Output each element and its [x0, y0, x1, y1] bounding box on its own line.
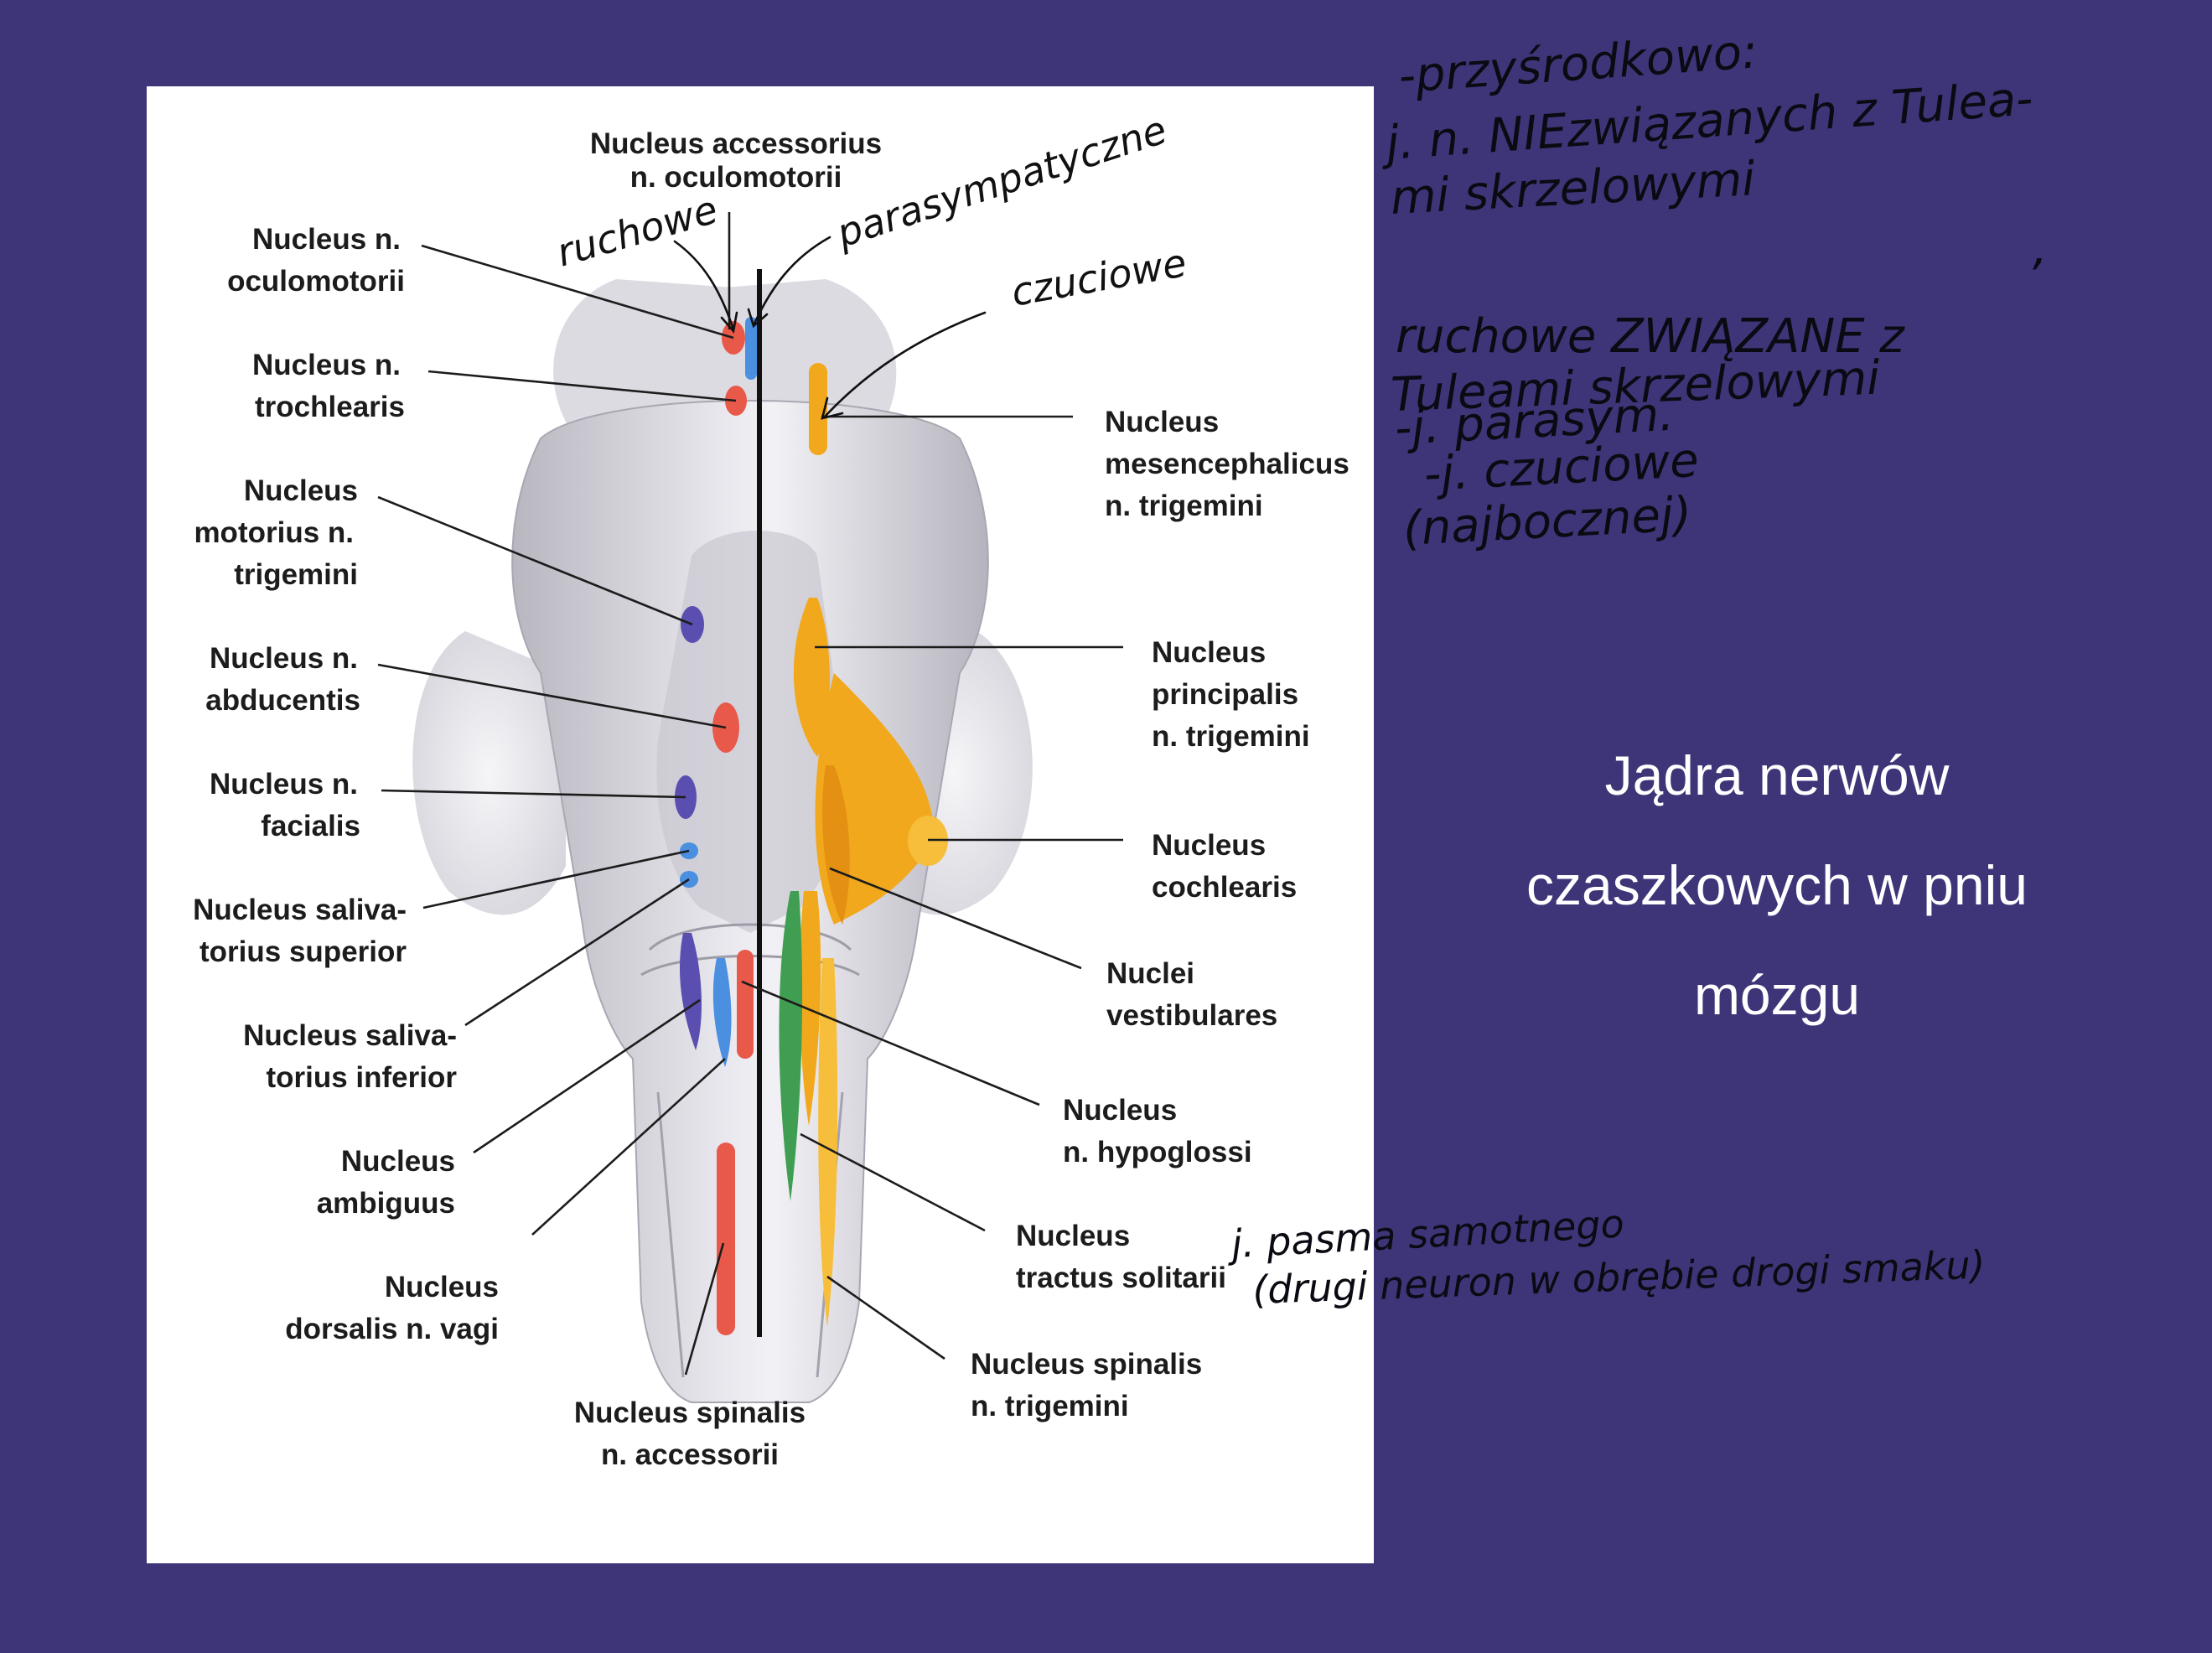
handwritten-arrows	[673, 236, 987, 420]
label-nucleus-dorsalis-vagi: Nucleus dorsalis n. vagi	[285, 1271, 499, 1345]
title-line: czaszkowych w pniu	[1526, 854, 2028, 916]
label-line: Nucleus	[1063, 1094, 1177, 1127]
title-line: Jądra nerwów	[1604, 744, 1950, 806]
label-line: n. accessorii	[601, 1438, 779, 1471]
label-nucleus-spinalis-trigemini: Nucleus spinalis n. trigemini	[971, 1348, 1202, 1422]
label-line: trochlearis	[255, 391, 405, 423]
label-line: Nuclei	[1106, 957, 1194, 990]
label-nucleus-salivatorius-superior: Nucleus saliva- torius superior	[193, 894, 407, 968]
label-line: Nucleus spinalis	[971, 1348, 1202, 1381]
label-nuclei-vestibulares: Nuclei vestibulares	[1106, 957, 1277, 1032]
label-line: n. trigemini	[971, 1390, 1129, 1422]
label-line: dorsalis n. vagi	[285, 1313, 499, 1345]
label-line: Nucleus	[385, 1271, 499, 1303]
brainstem-silhouette	[412, 279, 1033, 1403]
label-nucleus-oculomotorii: Nucleus n. oculomotorii	[227, 223, 405, 298]
label-nucleus-trochlearis: Nucleus n. trochlearis	[252, 349, 405, 423]
label-line: ambiguus	[317, 1187, 455, 1220]
leader-lines	[377, 212, 1123, 1376]
note-line: ,	[2033, 221, 2048, 276]
label-line: principalis	[1152, 678, 1298, 711]
label-line: trigemini	[234, 558, 358, 591]
slide-title: Jądra nerwów czaszkowych w pniu mózgu	[1463, 721, 2091, 1050]
label-nucleus-principalis-trigemini: Nucleus principalis n. trigemini	[1152, 636, 1310, 753]
label-line: Nucleus	[1152, 636, 1266, 669]
title-line: mózgu	[1693, 964, 1861, 1026]
brainstem-diagram: Nucleus accessorius n. oculomotorii Nucl…	[193, 106, 1349, 1471]
label-nucleus-cochlearis: Nucleus cochlearis	[1152, 829, 1297, 904]
label-line: Nucleus	[244, 474, 358, 507]
label-line: Nucleus	[1152, 829, 1266, 862]
label-line: Nucleus n.	[252, 349, 401, 381]
label-line: Nucleus n.	[210, 768, 358, 801]
label-line: n. oculomotorii	[630, 161, 842, 194]
label-line: n. trigemini	[1105, 490, 1263, 522]
label-line: oculomotorii	[227, 265, 405, 298]
label-line: Nucleus n.	[252, 223, 401, 256]
label-line: torius inferior	[266, 1061, 457, 1094]
label-line: mesencephalicus	[1105, 448, 1349, 480]
label-nucleus-accessorius-oculomotorii: Nucleus accessorius n. oculomotorii	[590, 127, 882, 194]
label-nucleus-motorius-trigemini: Nucleus motorius n. trigemini	[194, 474, 358, 591]
label-line: Nucleus accessorius	[590, 127, 882, 160]
label-nucleus-tractus-solitarii: Nucleus tractus solitarii	[1016, 1220, 1226, 1294]
label-line: abducentis	[205, 684, 360, 717]
label-line: n. trigemini	[1152, 720, 1310, 753]
label-line: torius superior	[199, 935, 407, 968]
label-line: Nucleus	[1016, 1220, 1130, 1252]
label-line: n. hypoglossi	[1063, 1136, 1252, 1168]
note-line: ruchowe ZWIĄZANE z	[1396, 309, 1905, 364]
label-line: Nucleus saliva-	[193, 894, 407, 926]
label-line: tractus solitarii	[1016, 1262, 1226, 1294]
label-line: Nucleus	[341, 1145, 455, 1178]
label-nucleus-spinalis-accessorii: Nucleus spinalis n. accessorii	[574, 1396, 806, 1471]
label-nucleus-facialis: Nucleus n. facialis	[210, 768, 360, 842]
label-nucleus-hypoglossi: Nucleus n. hypoglossi	[1063, 1094, 1252, 1168]
label-line: Nucleus spinalis	[574, 1396, 806, 1429]
label-nucleus-mesencephalicus-trigemini: Nucleus mesencephalicus n. trigemini	[1105, 406, 1349, 522]
label-line: Nucleus	[1105, 406, 1219, 438]
figure-panel: Nucleus accessorius n. oculomotorii Nucl…	[147, 86, 1374, 1563]
label-line: cochlearis	[1152, 871, 1297, 904]
label-nucleus-abducentis: Nucleus n. abducentis	[205, 642, 360, 717]
label-line: vestibulares	[1106, 999, 1277, 1032]
label-line: Nucleus saliva-	[243, 1019, 457, 1052]
label-line: Nucleus n.	[210, 642, 358, 675]
label-line: motorius n.	[194, 516, 354, 549]
label-line: facialis	[261, 810, 360, 842]
nuclei-regions	[675, 317, 948, 1335]
label-nucleus-salivatorius-inferior: Nucleus saliva- torius inferior	[243, 1019, 457, 1094]
label-nucleus-ambiguus: Nucleus ambiguus	[317, 1145, 455, 1220]
note-line: -przyśrodkowo:	[1396, 24, 1759, 104]
